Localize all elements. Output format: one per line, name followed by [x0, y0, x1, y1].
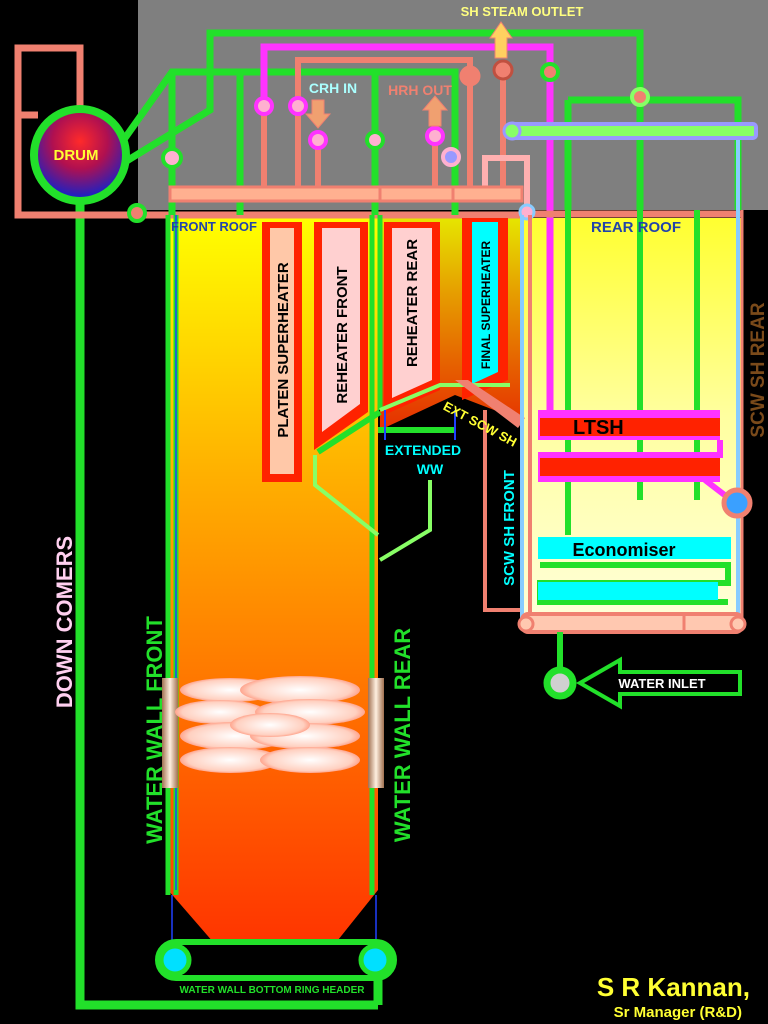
reheater-rear-label: REHEATER REAR — [404, 239, 421, 367]
reheater-lines — [261, 57, 506, 190]
extended-ww-label-1: EXTENDED — [385, 442, 461, 458]
hrh-out-label: HRH OUT — [388, 82, 452, 98]
ltsh — [538, 410, 737, 506]
ltsh-label: LTSH — [573, 417, 624, 439]
hrh-out-arrow — [421, 95, 449, 127]
ext-scw-sh-band — [455, 380, 525, 428]
water-inlet-label: WATER INLET — [618, 676, 705, 691]
rear-roof-label: REAR ROOF — [591, 219, 681, 236]
scw-sh-rear-node — [721, 487, 753, 519]
burner-rear — [368, 678, 384, 788]
crh-in-arrow — [304, 99, 332, 129]
economiser — [537, 537, 731, 605]
scw-sh-rear-label: SCW SH REAR — [748, 302, 768, 437]
extended-ww-lines — [313, 383, 510, 562]
flow-arrows — [304, 21, 513, 129]
header-nodes — [127, 59, 650, 223]
extended-ww-lines-green — [316, 409, 455, 455]
front-roof-label: FRONT ROOF — [171, 219, 257, 234]
drum — [30, 105, 130, 205]
sh-outlet-arrow — [489, 21, 513, 59]
sh-steam-outlet-label: SH STEAM OUTLET — [461, 4, 584, 19]
scw-sh-front-label: SCW SH FRONT — [501, 470, 518, 586]
crh-in-label: CRH IN — [309, 80, 357, 96]
water-inlet-arrow — [575, 656, 742, 710]
economiser-header — [520, 612, 744, 634]
credit-title: Sr Manager (R&D) — [614, 1004, 742, 1021]
extended-ww-label-2: WW — [417, 461, 444, 477]
front-roof-header — [168, 185, 524, 203]
platen-superheater-label: PLATEN SUPERHEATER — [275, 262, 292, 437]
final-superheater-label: FINAL SUPERHEATER — [479, 241, 493, 370]
water-inlet-node — [543, 666, 577, 700]
flame — [175, 676, 365, 773]
drum-label: DRUM — [54, 147, 99, 164]
credit-name: S R Kannan, — [597, 972, 750, 1002]
scw-sh-front-lines — [483, 215, 532, 620]
water-wall-rear-label: WATER WALL REAR — [390, 628, 415, 842]
rear-header-node — [502, 121, 522, 141]
economiser-label: Economiser — [572, 540, 675, 560]
down-comers-label: DOWN COMERS — [52, 536, 77, 708]
rear-roof-header — [506, 122, 758, 140]
bottom-ring-header — [155, 939, 397, 981]
drum-riser-loop — [14, 44, 520, 219]
water-wall-front-label: WATER WALL FRONT — [142, 616, 167, 844]
reheater-front-label: REHEATER FRONT — [334, 266, 351, 403]
final-sh-outlet — [482, 155, 530, 215]
burner-front — [162, 678, 178, 788]
bottom-ring-header-label: WATER WALL BOTTOM RING HEADER — [180, 985, 366, 996]
